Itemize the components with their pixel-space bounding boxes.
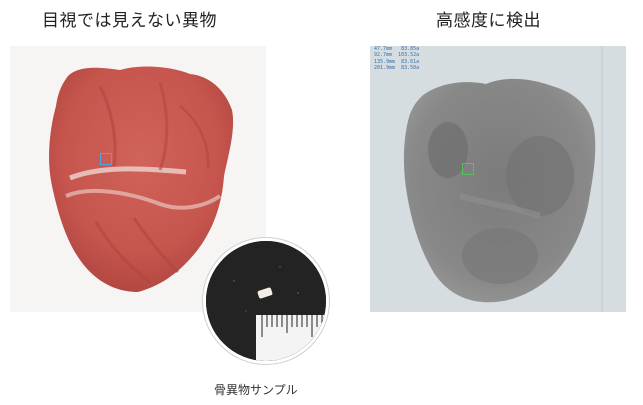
xray-dense-region [462, 228, 538, 284]
bone-sample-caption: 骨異物サンプル [214, 383, 298, 397]
meat-fibre [179, 105, 210, 169]
speck [279, 266, 281, 268]
bone-fragment [257, 287, 273, 299]
speck [233, 280, 235, 282]
heading-visual-inspection: 目視では見えない異物 [42, 11, 217, 31]
foreign-object-marker-xray [462, 163, 474, 175]
xray-illustration [403, 46, 603, 312]
readout-line: 92.7mm 103.52a [374, 52, 420, 59]
readout-line: 47.7mm 83.85a [374, 46, 420, 52]
speck [297, 292, 299, 294]
meat-photo [10, 46, 266, 312]
xray-tissue-band [459, 193, 541, 219]
xray-dense-region [428, 122, 468, 178]
meat-fat-band [65, 189, 222, 210]
meat-fat-band [69, 166, 187, 181]
meat-fibre [132, 217, 180, 274]
meat-body [49, 66, 234, 292]
meat-fibre [98, 85, 117, 167]
xray-image [370, 46, 626, 312]
foreign-object-marker-photo [100, 153, 112, 165]
bone-sample-inset [203, 238, 329, 364]
bone-sample-illustration [206, 241, 326, 361]
speck [245, 310, 247, 312]
meat-fibre [94, 221, 151, 284]
meat-illustration [49, 66, 234, 292]
readout-line: 201.9mm 83.50a [374, 64, 420, 71]
readout-line: 135.9mm 83.61a [374, 58, 420, 65]
heading-high-sensitivity: 高感度に検出 [436, 11, 541, 31]
meat-fibre [158, 81, 169, 171]
xray-dense-region [506, 136, 574, 216]
ruler-ticks [261, 315, 323, 337]
